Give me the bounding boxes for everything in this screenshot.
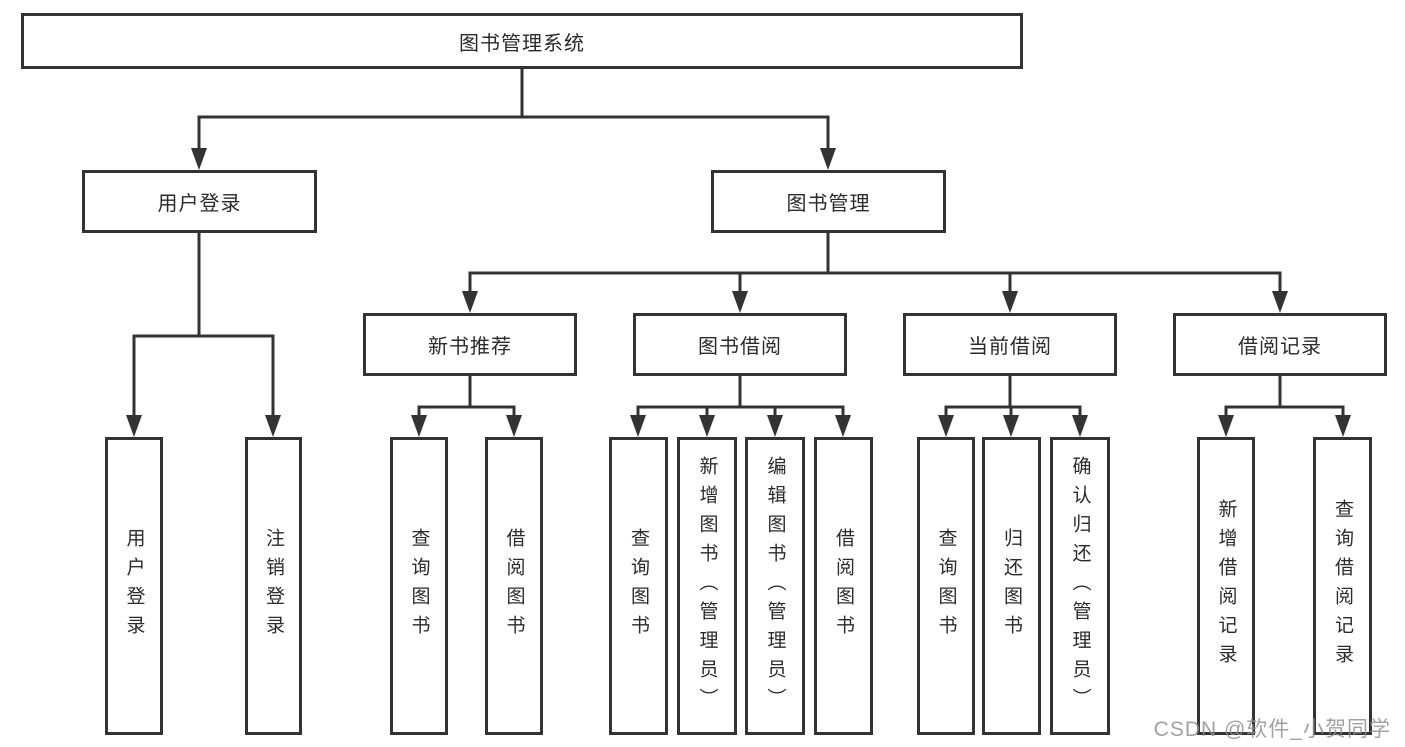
node-book-borrow-label: 图书借阅 xyxy=(698,336,782,358)
connector-root-to-level2 xyxy=(191,69,836,170)
leaf-user-login: 用户登录 xyxy=(105,437,163,735)
leaf-cb-return-books: 归还图书 xyxy=(982,437,1041,735)
leaf-br-add-record: 新增借阅记录 xyxy=(1197,437,1255,735)
connector-current-borrow-to-leaves xyxy=(938,376,1088,437)
leaf-nbr-borrow-books-label: 借阅图书 xyxy=(503,528,525,644)
leaf-bb-query-books-label: 查询图书 xyxy=(628,528,649,644)
node-book-borrow: 图书借阅 xyxy=(633,313,847,376)
leaf-bb-borrow-books-label: 借阅图书 xyxy=(833,528,854,644)
leaf-bb-borrow-books: 借阅图书 xyxy=(814,437,873,735)
node-user-login-label: 用户登录 xyxy=(157,193,242,215)
leaf-nbr-borrow-books: 借阅图书 xyxy=(485,437,543,735)
leaf-bb-query-books: 查询图书 xyxy=(609,437,668,735)
connector-new-book-rec-to-leaves xyxy=(411,376,522,437)
node-current-borrow-label: 当前借阅 xyxy=(968,336,1052,358)
leaf-user-login-label: 用户登录 xyxy=(123,528,145,644)
leaf-cb-query-books-label: 查询图书 xyxy=(935,528,957,644)
leaf-logout: 注销登录 xyxy=(245,437,302,735)
leaf-cb-query-books: 查询图书 xyxy=(917,437,975,735)
leaf-logout-label: 注销登录 xyxy=(263,528,284,644)
node-book-management-label: 图书管理 xyxy=(786,193,871,215)
node-borrow-records-label: 借阅记录 xyxy=(1238,336,1322,358)
leaf-bb-edit-books-admin-label: 编辑图书（管理员） xyxy=(764,455,786,717)
node-borrow-records: 借阅记录 xyxy=(1173,313,1387,376)
leaf-nbr-query-books: 查询图书 xyxy=(390,437,448,735)
leaf-nbr-query-books-label: 查询图书 xyxy=(408,528,430,644)
leaf-cb-confirm-return-admin-label: 确认归还（管理员） xyxy=(1069,455,1091,717)
leaf-bb-edit-books-admin: 编辑图书（管理员） xyxy=(745,437,805,735)
leaf-cb-return-books-label: 归还图书 xyxy=(1001,528,1022,644)
watermark: CSDN @软件_小贺同学 xyxy=(1153,718,1391,741)
connector-book-borrow-to-leaves xyxy=(630,376,851,437)
node-root: 图书管理系统 xyxy=(21,13,1023,69)
connector-borrow-records-to-leaves xyxy=(1218,376,1351,437)
leaf-bb-add-books-admin-label: 新增图书（管理员） xyxy=(696,455,718,717)
node-new-book-recommend-label: 新书推荐 xyxy=(428,336,512,358)
connector-user-login-to-leaves xyxy=(126,233,281,437)
leaf-bb-add-books-admin: 新增图书（管理员） xyxy=(677,437,737,735)
node-new-book-recommend: 新书推荐 xyxy=(363,313,577,376)
connector-book-mgmt-to-level3 xyxy=(462,233,1288,313)
node-current-borrow: 当前借阅 xyxy=(903,313,1117,376)
node-user-login: 用户登录 xyxy=(82,170,317,233)
leaf-br-add-record-label: 新增借阅记录 xyxy=(1215,499,1237,673)
node-book-management: 图书管理 xyxy=(711,170,946,233)
leaf-br-query-record-label: 查询借阅记录 xyxy=(1332,499,1353,673)
leaf-br-query-record: 查询借阅记录 xyxy=(1313,437,1372,735)
leaf-cb-confirm-return-admin: 确认归还（管理员） xyxy=(1050,437,1110,735)
node-root-label: 图书管理系统 xyxy=(459,32,585,55)
